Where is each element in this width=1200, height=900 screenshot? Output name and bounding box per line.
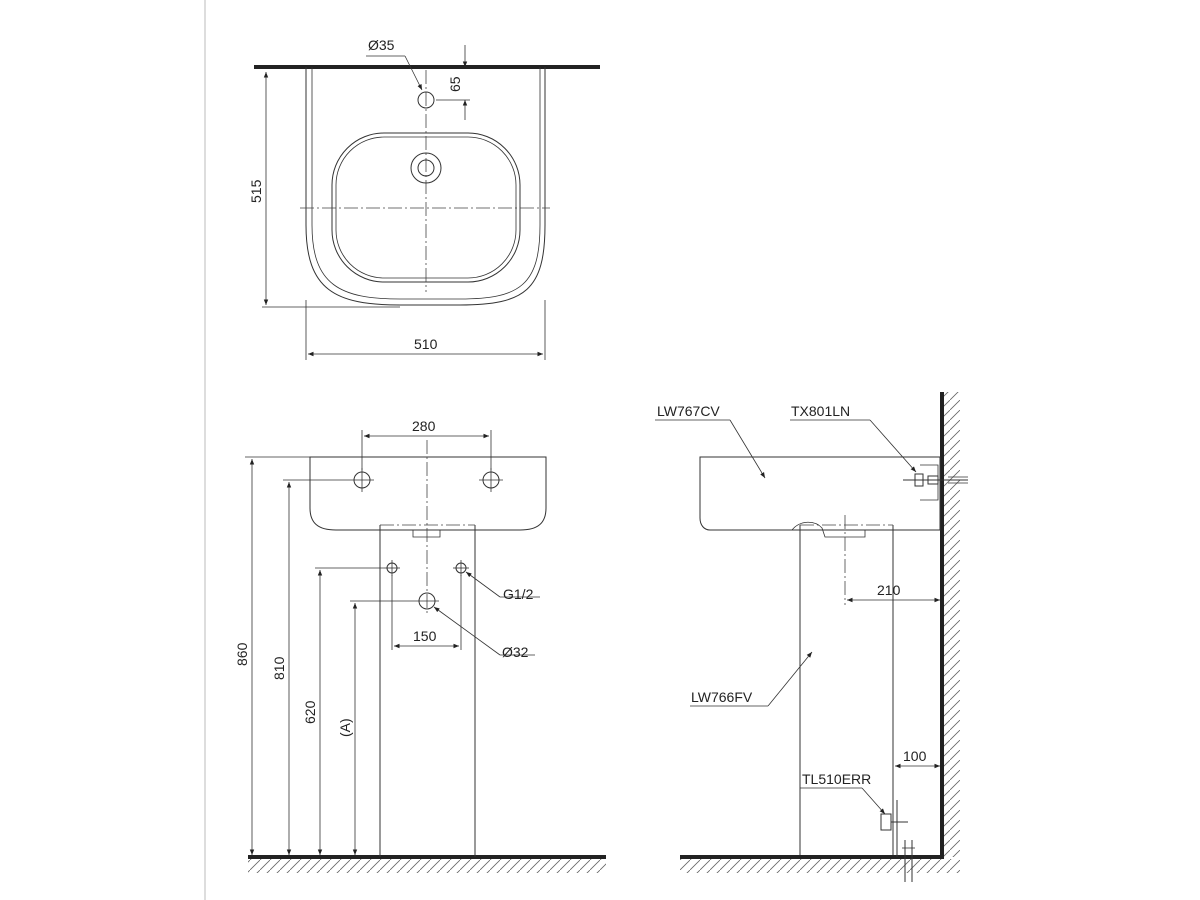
dim515-label: 515 <box>248 179 264 203</box>
tl510err-leader <box>861 787 886 815</box>
side-wall-hatch <box>944 392 960 857</box>
dim210-label: 210 <box>877 582 901 598</box>
dia32-leader <box>433 606 501 656</box>
supply-right-icon <box>453 560 469 576</box>
lw767cv-leader <box>729 419 766 479</box>
basin-outline <box>305 67 546 306</box>
dia35-arrow <box>404 55 423 91</box>
dia32-label: Ø32 <box>502 644 529 660</box>
dia35-label: Ø35 <box>368 37 395 53</box>
tx801ln-label: TX801LN <box>791 403 850 419</box>
side-view: LW767CV TX801LN 210 LW766FV 100 TL510ERR <box>655 392 968 882</box>
g12-leader <box>465 571 501 598</box>
fixing-hole-left-icon <box>350 468 374 492</box>
dim100-label: 100 <box>903 748 927 764</box>
side-drain-outlet <box>791 521 866 538</box>
front-floor-hatch <box>248 859 606 873</box>
trap-fitting-icon <box>880 800 915 882</box>
side-basin-outline <box>699 456 941 531</box>
side-floor-hatch <box>680 859 960 873</box>
tx801ln-leader <box>869 419 917 473</box>
front-basin-outline <box>309 456 547 531</box>
lw767cv-label: LW767CV <box>657 403 720 419</box>
tl510err-label: TL510ERR <box>802 771 871 787</box>
dim620-label: 620 <box>302 700 318 724</box>
dim810-label: 810 <box>271 656 287 680</box>
drain-inner-icon <box>417 159 435 177</box>
dim860-label: 860 <box>234 642 250 666</box>
dim510-label: 510 <box>414 336 438 352</box>
g12-label: G1/2 <box>503 586 534 602</box>
dim150-label: 150 <box>413 628 437 644</box>
faucet-hole-icon <box>417 91 435 109</box>
dim65-label: 65 <box>447 76 463 92</box>
top-view: Ø35 65 515 510 <box>248 37 600 360</box>
basin-outline-inner <box>311 67 541 300</box>
lw766fv-label: LW766FV <box>691 689 753 705</box>
fixing-hole-right-icon <box>479 468 503 492</box>
supply-left-icon <box>384 560 400 576</box>
front-view: 280 150 G1/2 Ø32 860 810 620 (A) <box>234 418 606 873</box>
drain-outer-icon <box>410 152 442 184</box>
dim280-label: 280 <box>412 418 436 434</box>
drain-point-icon <box>415 592 439 610</box>
lw766fv-leader <box>767 651 813 707</box>
dimA-label: (A) <box>337 718 353 737</box>
front-drain-outlet <box>412 530 441 538</box>
fixing-bolt-icon <box>903 473 968 487</box>
